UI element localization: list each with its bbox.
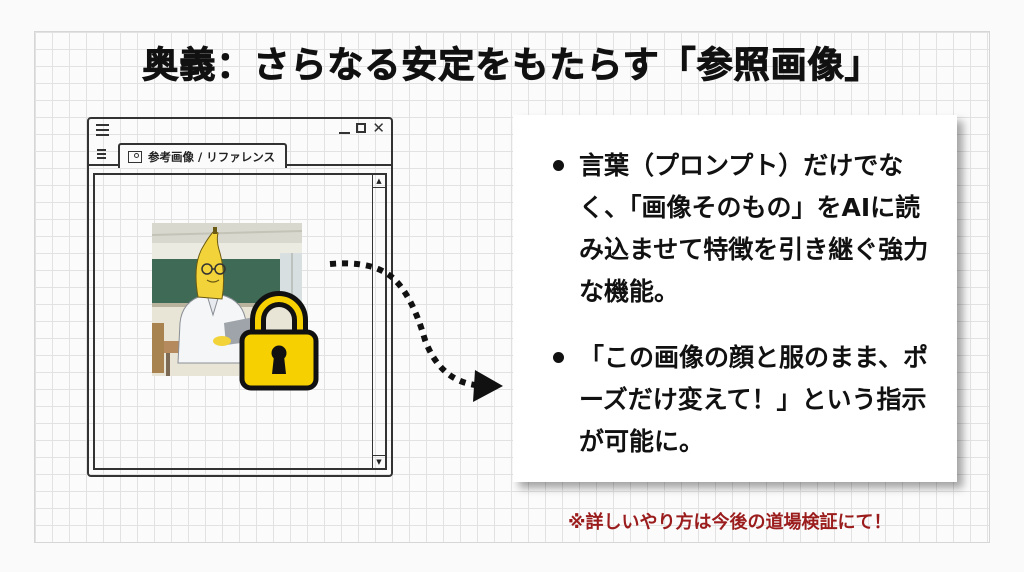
padlock-icon <box>239 291 319 391</box>
tab-reference-image[interactable]: 参考画像 / リファレンス <box>118 143 287 168</box>
window-controls: ✕ <box>339 119 385 137</box>
bullet-text: 「この画像の顔と服のまま、ポーズだけ変えて！」という指示が可能に。 <box>579 343 929 456</box>
bullet-dot <box>553 160 564 171</box>
scroll-up-icon[interactable]: ▲ <box>373 175 385 188</box>
explanation-card: 言葉（プロンプト）だけでなく、「画像そのもの」をAIに読み込ませて特徴を引き継ぐ… <box>513 115 957 482</box>
dotted-arrow-icon <box>329 260 503 402</box>
vertical-scrollbar[interactable]: ▲ ▼ <box>372 175 385 468</box>
image-icon <box>128 150 142 163</box>
tab-label: 参考画像 / リファレンス <box>148 149 275 164</box>
bullet-item-1: 言葉（プロンプト）だけでなく、「画像そのもの」をAIに読み込ませて特徴を引き継ぐ… <box>553 145 945 313</box>
scroll-down-icon[interactable]: ▼ <box>373 455 385 468</box>
menu-icon[interactable] <box>96 124 109 139</box>
reference-window-mockup: ✕ 参考画像 / リファレンス ▲ ▼ <box>87 117 393 477</box>
bullet-item-2: 「この画像の顔と服のまま、ポーズだけ変えて！」という指示が可能に。 <box>553 337 945 463</box>
close-icon[interactable]: ✕ <box>372 119 385 137</box>
bullet-dot <box>553 352 564 363</box>
minimize-icon[interactable] <box>339 132 351 134</box>
footnote: ※詳しいやり方は今後の道場検証にて！ <box>568 512 892 533</box>
bullet-text: 言葉（プロンプト）だけでなく、「画像そのもの」をAIに読み込ませて特徴を引き継ぐ… <box>579 151 929 306</box>
window-content-area: ▲ ▼ <box>93 173 387 470</box>
maximize-icon[interactable] <box>356 123 367 133</box>
submenu-icon[interactable] <box>97 149 106 161</box>
slide-title: 奥義：さらなる安定をもたらす「参照画像」 <box>142 45 882 87</box>
